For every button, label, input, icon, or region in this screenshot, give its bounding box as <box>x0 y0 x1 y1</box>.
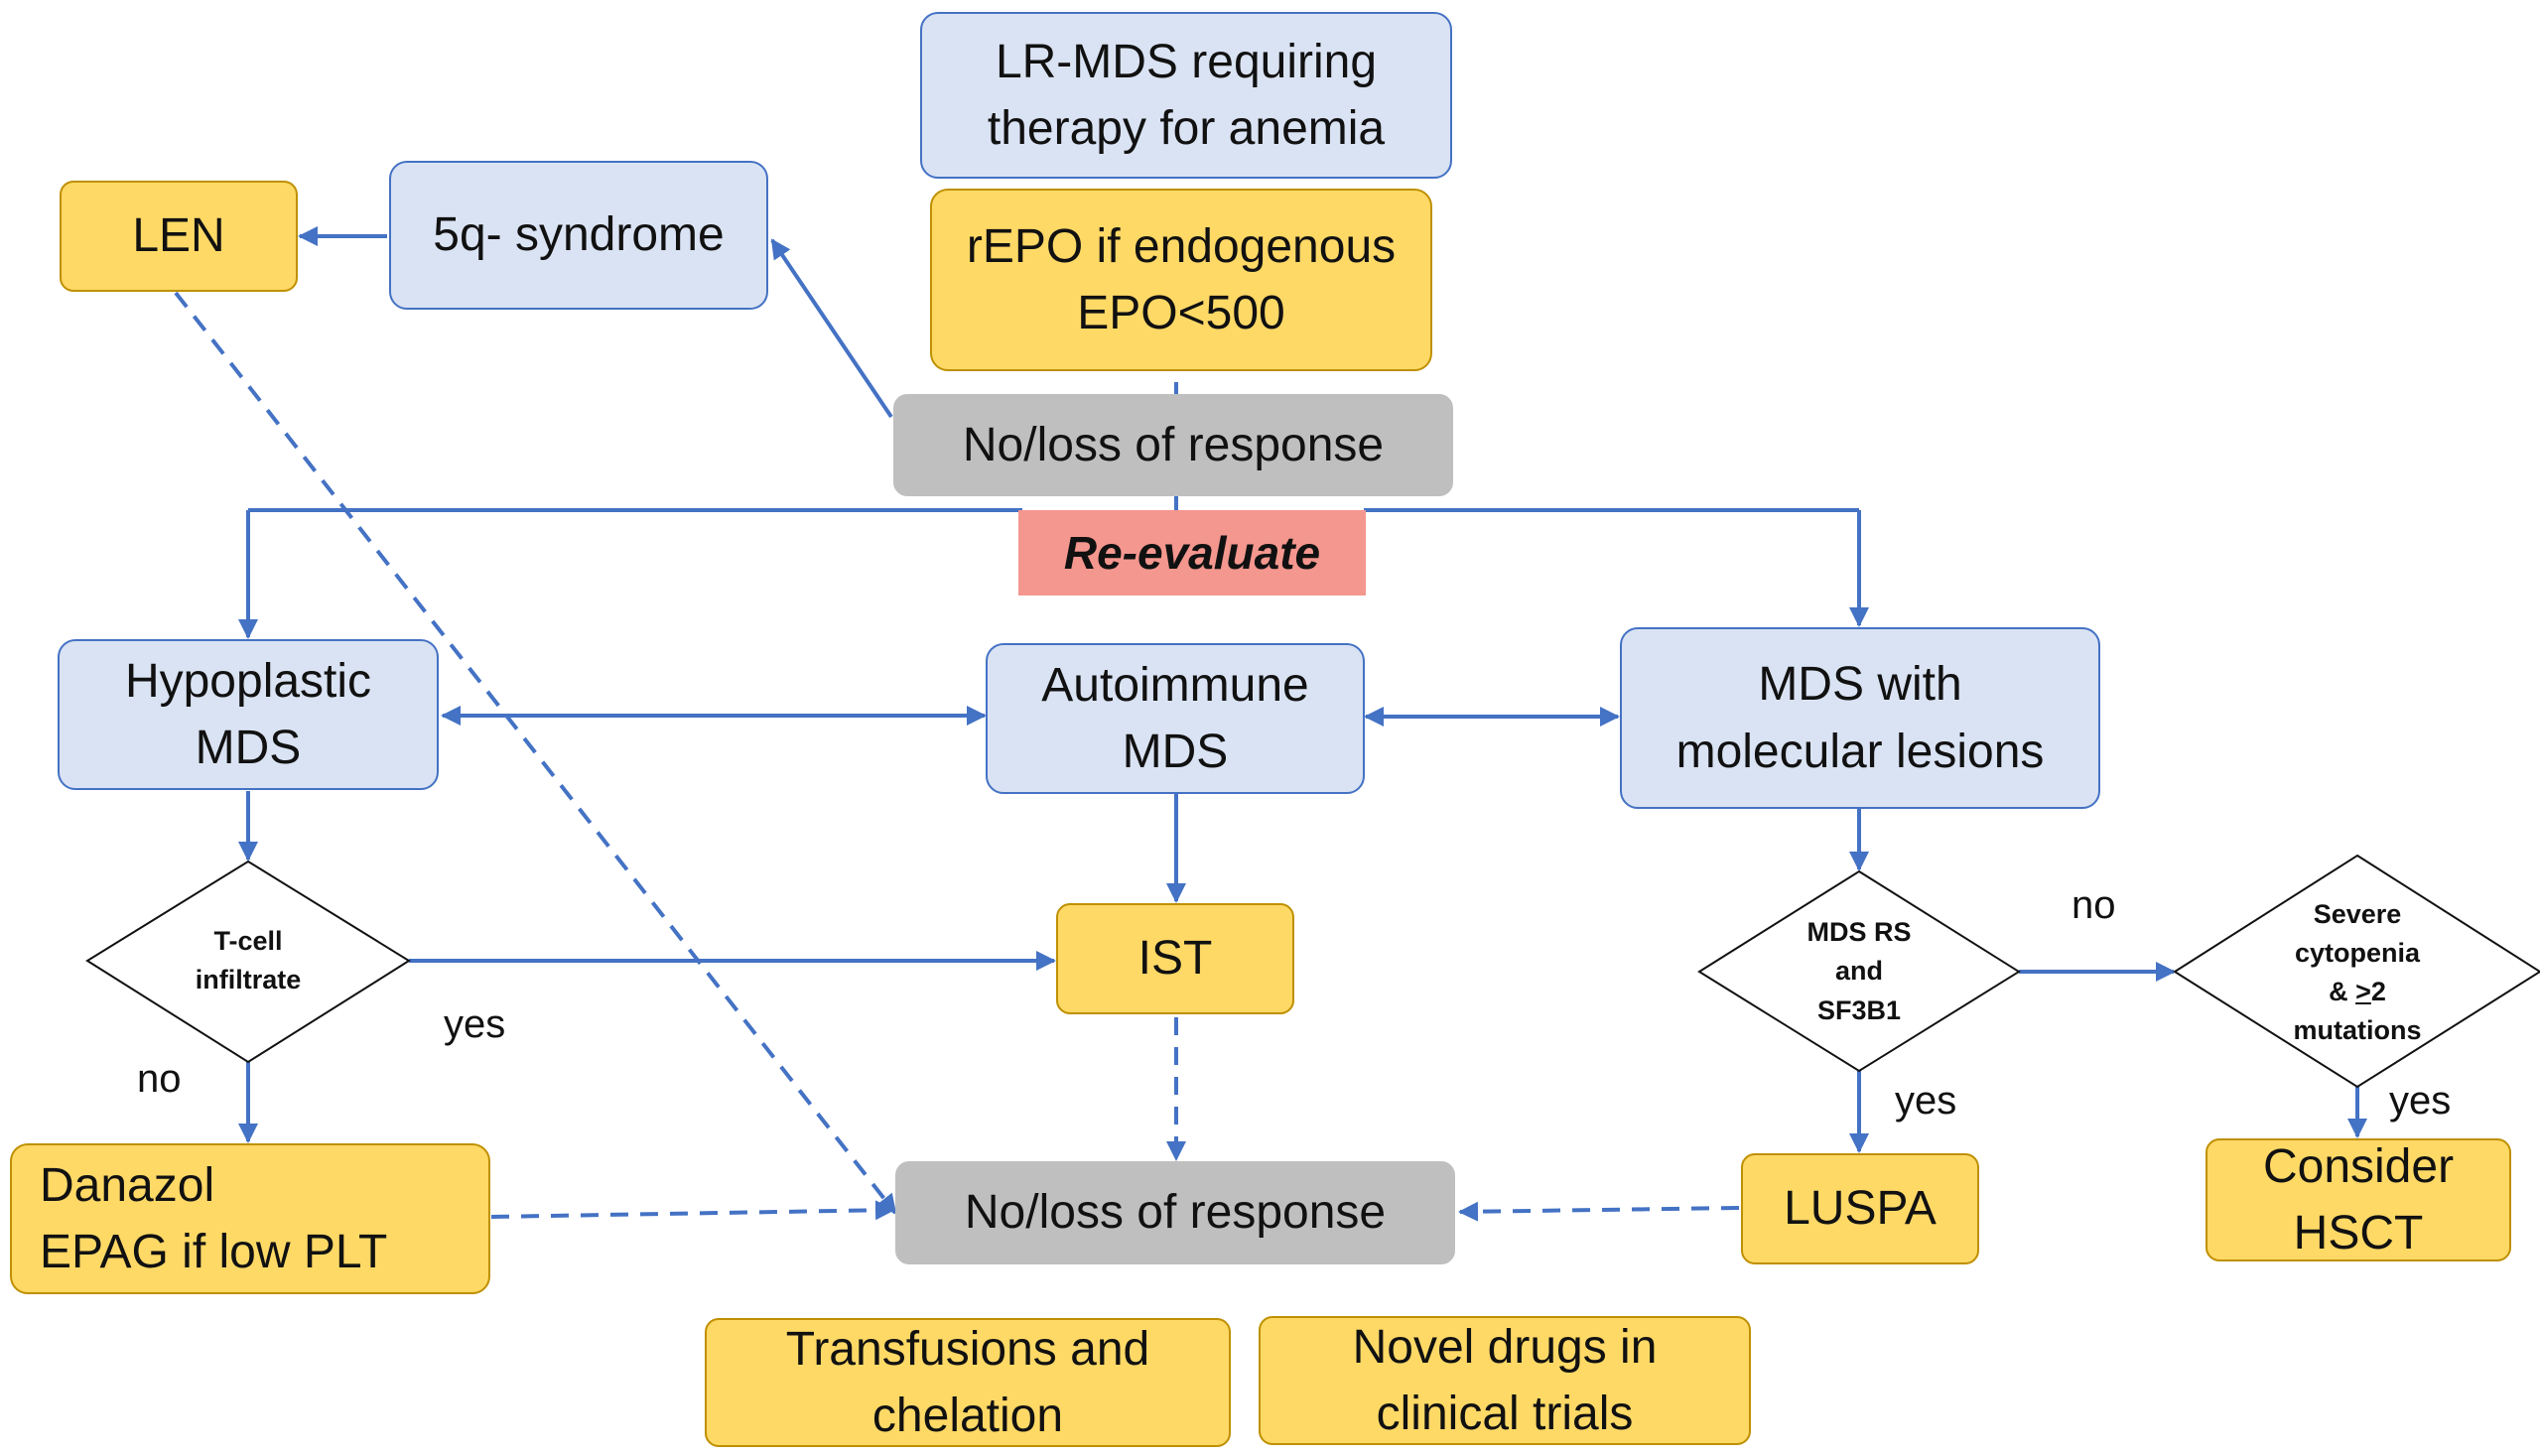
transfusions-node: Transfusions and chelation <box>705 1318 1231 1447</box>
molecular-line2: molecular lesions <box>1675 725 2045 778</box>
connector-danazol-to-noresponse <box>490 1200 895 1221</box>
no-response-top-node: No/loss of response <box>893 394 1453 496</box>
severe-yes-label: yes <box>2389 1079 2452 1123</box>
novel-line1: Novel drugs in <box>1352 1320 1658 1374</box>
mdsrs-decision-diamond <box>1697 869 2021 1073</box>
danazol-line2: EPAG if low PLT <box>40 1226 388 1278</box>
ist-node: IST <box>1056 903 1294 1014</box>
start-node: LR-MDS requiring therapy for anemia <box>920 12 1452 179</box>
severe-line2: cytopenia <box>2294 937 2421 968</box>
novel-drugs-node: Novel drugs in clinical trials <box>1259 1316 1751 1445</box>
connector-noresponse-to-5q <box>770 238 893 419</box>
repo-node: rEPO if endogenous EPO<500 <box>930 189 1432 371</box>
hypoplastic-node: Hypoplastic MDS <box>58 639 439 790</box>
transfusions-line2: chelation <box>871 1390 1064 1442</box>
transfusions-line1: Transfusions and <box>785 1322 1150 1376</box>
severe-line1: Severe <box>2313 898 2402 929</box>
molecular-node: MDS with molecular lesions <box>1620 627 2100 809</box>
severe-line3-geq: > <box>2355 977 2371 1006</box>
syndrome-5q-label: 5q- syndrome <box>433 208 725 262</box>
no-response-bottom-label: No/loss of response <box>964 1186 1387 1240</box>
danazol-line1: Danazol <box>40 1158 215 1212</box>
hsct-line1: Consider <box>2262 1139 2455 1193</box>
repo-node-line1: rEPO if endogenous <box>966 219 1397 273</box>
connector-luspa-to-noresponse <box>1458 1201 1740 1222</box>
reevaluate-label: Re-evaluate <box>1063 526 1321 579</box>
mdsrs-line3: SF3B1 <box>1816 994 1902 1025</box>
mdsrs-decision-text: MDS RS and SF3B1 <box>1780 910 1938 1033</box>
connector-len-to-noresponse <box>174 291 897 1215</box>
no-response-bottom-node: No/loss of response <box>895 1161 1455 1264</box>
start-node-line1: LR-MDS requiring <box>995 35 1378 88</box>
autoimmune-line1: Autoimmune <box>1041 658 1309 712</box>
hsct-line2: HSCT <box>2293 1207 2424 1259</box>
hypoplastic-line2: MDS <box>195 722 302 774</box>
len-node: LEN <box>60 181 298 292</box>
novel-line2: clinical trials <box>1376 1388 1634 1440</box>
no-response-top-label: No/loss of response <box>962 418 1385 471</box>
mdsrs-line1: MDS RS <box>1806 917 1912 948</box>
molecular-line1: MDS with <box>1758 658 1962 712</box>
tcell-no-label: no <box>137 1057 182 1101</box>
syndrome-5q-node: 5q- syndrome <box>389 161 768 310</box>
autoimmune-line2: MDS <box>1122 726 1229 778</box>
repo-node-line2: EPO<500 <box>1077 287 1285 339</box>
tcell-decision-diamond <box>85 860 411 1064</box>
reevaluate-node: Re-evaluate <box>1018 510 1366 596</box>
start-node-line2: therapy for anemia <box>987 102 1386 155</box>
autoimmune-node: Autoimmune MDS <box>986 643 1365 794</box>
severe-line4: mutations <box>2293 1015 2422 1046</box>
mdsrs-no-label: no <box>2072 883 2116 927</box>
mdsrs-line2: and <box>1834 956 1883 987</box>
tcell-decision-text: T-cell infiltrate <box>159 913 337 1008</box>
severe-decision-text: Severe cytopenia & >2 mutations <box>2258 894 2457 1051</box>
severe-line3-suffix: 2 <box>2370 977 2386 1006</box>
luspa-label: LUSPA <box>1784 1182 1937 1236</box>
severe-line3-prefix: & <box>2329 977 2356 1006</box>
ist-label: IST <box>1137 932 1213 986</box>
tcell-line1: T-cell <box>213 925 283 956</box>
hsct-node: Consider HSCT <box>2206 1138 2511 1261</box>
tcell-yes-label: yes <box>444 1002 506 1046</box>
tcell-line2: infiltrate <box>195 965 302 994</box>
severe-decision-diamond <box>2173 854 2540 1089</box>
len-label: LEN <box>132 209 225 263</box>
hypoplastic-line1: Hypoplastic <box>124 654 372 708</box>
mdsrs-yes-label: yes <box>1895 1079 1957 1123</box>
severe-line3: & >2 <box>2329 973 2386 1011</box>
danazol-node: Danazol EPAG if low PLT <box>10 1143 490 1294</box>
luspa-node: LUSPA <box>1741 1153 1979 1264</box>
